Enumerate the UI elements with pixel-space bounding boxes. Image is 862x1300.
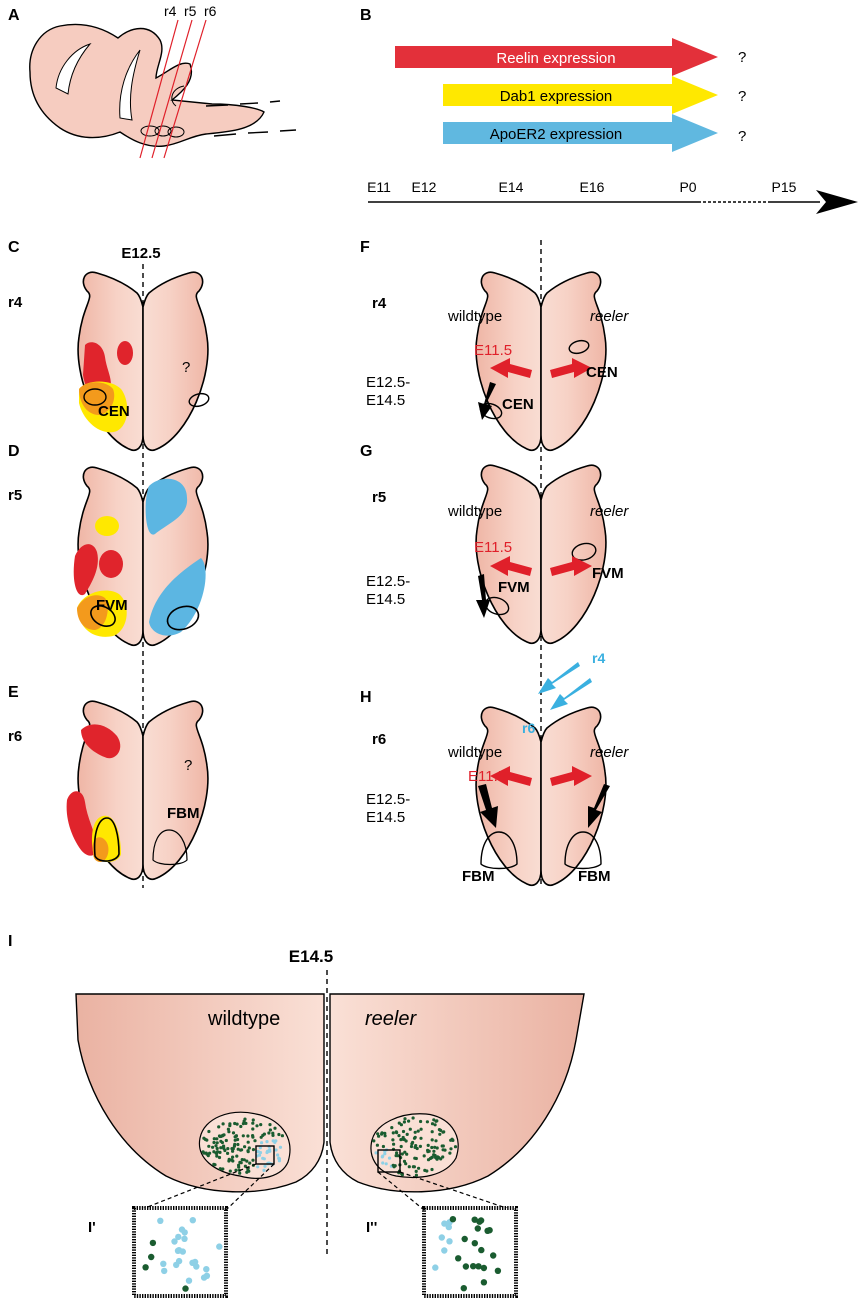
label-r5-g: r5 [372,489,386,506]
panel-label-i-prime: I' [88,1219,96,1236]
panel-label-i-double-prime: I'' [366,1219,377,1236]
inset-i-prime [132,1206,228,1298]
red-arrow-h-right [550,766,592,786]
reeler-h: reeler [590,744,629,761]
question-e: ? [184,757,192,774]
panel-label-e: E [8,684,19,701]
label-cen-f-right: CEN [586,364,618,381]
label-r6-h: r6 [372,731,386,748]
apoer2-question: ? [738,128,746,145]
hindbrain-c [77,271,210,452]
e12-5-h: E12.5- [366,791,410,808]
timeline: E11 E12 E14 E16 P0 P15 [367,179,858,214]
reelin-question: ? [738,49,746,66]
expression-arrows: Reelin expression ? Dab1 expression ? Ap… [395,38,746,152]
label-r6-cyan: r6 [522,720,535,736]
label-r5-d: r5 [8,487,22,504]
hindbrain-d [73,466,209,647]
dab1-arrow: Dab1 expression ? [443,76,746,114]
wildtype-h: wildtype [447,744,502,761]
panel-label-a: A [8,7,20,24]
panel-label-i: I [8,933,12,950]
hindbrain-e [66,700,209,881]
red-arrow-g-right [550,556,592,576]
label-r4-c: r4 [8,294,23,311]
e11-5-f: E11.5 [474,342,512,359]
wildtype-f: wildtype [447,308,502,325]
label-r5-a: r5 [184,3,197,19]
panel-label-f: F [360,239,370,256]
red-arrow-f-left [490,358,532,378]
reeler-f: reeler [590,308,629,325]
dab1-question: ? [738,88,746,105]
reelin-arrow: Reelin expression ? [395,38,746,76]
label-r4-a: r4 [164,3,177,19]
label-e14-5: E14.5 [289,947,333,966]
e11-5-h: E11.5 [468,768,506,785]
neuron-dots-left [201,1117,284,1175]
wildtype-i: wildtype [207,1008,280,1030]
label-cen-f-left: CEN [502,396,534,413]
apoer2-arrow-shape [443,114,718,152]
panel-label-c: C [8,239,20,256]
red-arrow-h-left [490,766,532,786]
label-fvm-g-left: FVM [498,579,530,596]
timeline-p15: P15 [772,179,797,195]
timeline-e16: E16 [580,179,605,195]
e14-5-g: E14.5 [366,591,405,608]
label-r4-f: r4 [372,295,387,312]
zoom-guides [139,1163,513,1211]
e14-5-f: E14.5 [366,392,405,409]
hindbrain-i [75,993,585,1193]
wildtype-g: wildtype [447,503,502,520]
panel-label-d: D [8,443,20,460]
apoer2-arrow-label: ApoER2 expression [490,126,623,143]
label-r6-e: r6 [8,728,22,745]
brain-sagittal [29,19,297,159]
panel-label-b: B [360,7,372,24]
e12-5-f: E12.5- [366,374,410,391]
black-arrow-f [478,382,496,420]
label-r4-cyan: r4 [592,650,605,666]
dab1-arrow-label: Dab1 expression [500,88,613,105]
timeline-e12: E12 [412,179,437,195]
red-arrow-f-right [550,358,592,378]
label-fbm-h-right: FBM [578,868,611,885]
question-c: ? [182,359,190,376]
red-arrow-g-left [490,556,532,576]
label-fvm-d: FVM [96,597,128,614]
dab1-arrow-shape [443,76,718,114]
label-fvm-g-right: FVM [592,565,624,582]
reelin-arrow-label: Reelin expression [496,50,615,67]
apoer2-arrow: ApoER2 expression ? [443,114,746,152]
reeler-g: reeler [590,503,629,520]
e14-5-h: E14.5 [366,809,405,826]
black-arrow-h-left [478,784,498,828]
label-fbm-e: FBM [167,805,200,822]
black-arrow-h-right [588,784,610,828]
reelin-arrow-shape [395,38,718,76]
e12-5-g: E12.5- [366,573,410,590]
inset-i-double-prime [422,1206,518,1298]
panel-label-h: H [360,689,372,706]
panel-label-g: G [360,443,372,460]
reeler-i: reeler [365,1008,417,1030]
timeline-e11: E11 [367,179,391,195]
label-e12-5: E12.5 [121,245,160,262]
hindbrain-h [475,706,607,887]
cyan-arrows-h [538,662,592,710]
label-r6-a: r6 [204,3,217,19]
timeline-e14: E14 [499,179,524,195]
label-cen-c: CEN [98,403,130,420]
black-arrow-g [476,574,490,618]
timeline-p0: P0 [679,179,696,195]
label-fbm-h-left: FBM [462,868,495,885]
e11-5-g: E11.5 [474,539,512,556]
